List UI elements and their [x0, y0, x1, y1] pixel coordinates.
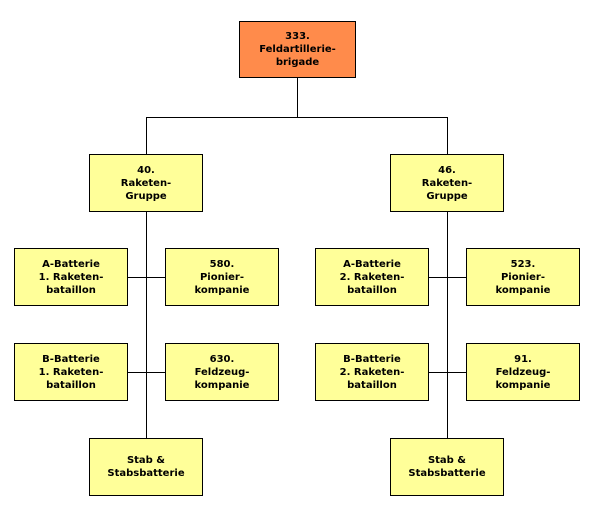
right-group-node: 46. Raketen- Gruppe: [390, 154, 504, 212]
connector-root-down: [297, 78, 298, 117]
left-unit-pioneer-company: 580. Pionier- kompanie: [165, 248, 279, 306]
left-row2-branch: [128, 372, 165, 373]
right-row1-branch: [429, 277, 466, 278]
left-unit-b-battery: B-Batterie 1. Raketen- bataillon: [14, 343, 128, 401]
connector-group-bar: [146, 117, 448, 118]
right-unit-b-battery: B-Batterie 2. Raketen- bataillon: [315, 343, 429, 401]
left-group-spine: [146, 212, 147, 438]
right-unit-pioneer-company: 523. Pionier- kompanie: [466, 248, 580, 306]
right-unit-a-battery: A-Batterie 2. Raketen- bataillon: [315, 248, 429, 306]
left-group-node: 40. Raketen- Gruppe: [89, 154, 203, 212]
left-row1-branch: [128, 277, 165, 278]
left-staff-battery: Stab & Stabsbatterie: [89, 438, 203, 496]
brigade-node: 333. Feldartillerie- brigade: [239, 21, 356, 78]
connector-to-left-group: [146, 117, 147, 154]
left-unit-ordnance-company: 630. Feldzeug- kompanie: [165, 343, 279, 401]
right-unit-ordnance-company: 91. Feldzeug- kompanie: [466, 343, 580, 401]
right-row2-branch: [429, 372, 466, 373]
left-unit-a-battery: A-Batterie 1. Raketen- bataillon: [14, 248, 128, 306]
right-staff-battery: Stab & Stabsbatterie: [390, 438, 504, 496]
right-group-spine: [447, 212, 448, 438]
connector-to-right-group: [447, 117, 448, 154]
